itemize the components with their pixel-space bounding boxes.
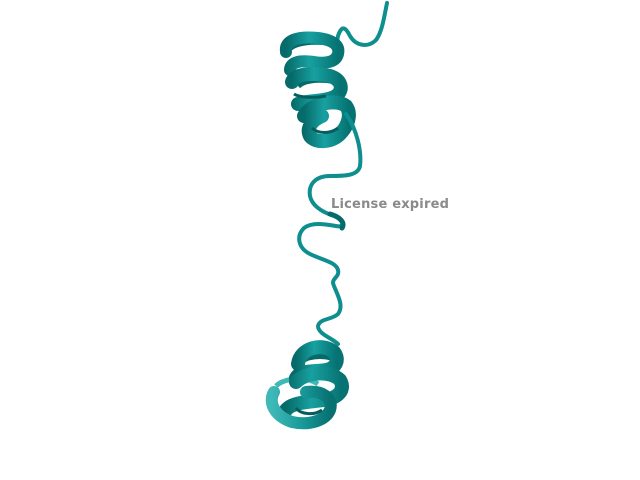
helix-upper <box>279 31 356 148</box>
license-expired-watermark: License expired <box>331 197 450 212</box>
coil-kink <box>327 211 346 231</box>
helix-lower <box>265 340 349 430</box>
coil-middle <box>297 112 363 346</box>
